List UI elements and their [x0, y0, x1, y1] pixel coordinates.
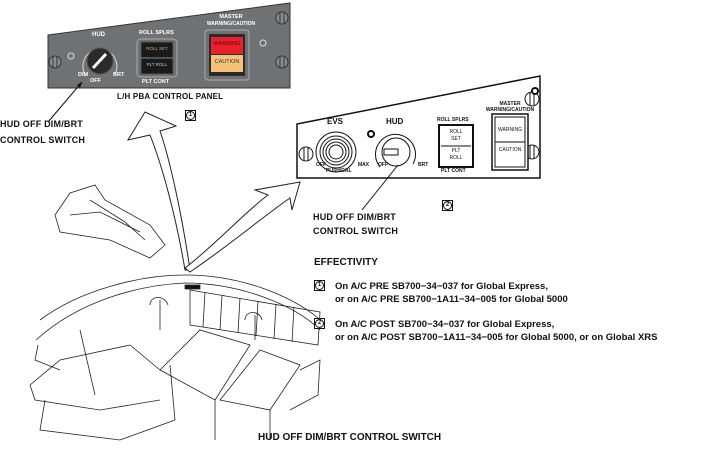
- effectivity-line: or on A/C PRE SB700−1A11−34−005 for Glob…: [335, 294, 568, 305]
- evs-knob[interactable]: [315, 131, 357, 173]
- off-label-pre: OFF: [90, 78, 101, 84]
- leader-line: [361, 164, 399, 211]
- switch-label-pre-line2: CONTROL SWITCH: [0, 135, 86, 145]
- callout-arrow-pre: [126, 111, 191, 271]
- cockpit-illustration: [29, 184, 321, 441]
- hud-label-post: HUD: [386, 117, 404, 126]
- dim-label-pre: DIM: [78, 72, 89, 78]
- roll-label-post: ROLL: [449, 129, 463, 135]
- figure-title: HUD OFF DIM/BRT CONTROL SWITCH: [258, 432, 442, 443]
- push-cal-label: PUSH/CAL: [326, 168, 352, 174]
- master-warning-light[interactable]: [211, 37, 243, 54]
- callout-1-icon: 1: [185, 110, 196, 121]
- switch-label-post-line2: CONTROL SWITCH: [313, 226, 399, 236]
- effectivity-item: 2 On A/C POST SB700−34−037 for Global Ex…: [314, 318, 658, 344]
- evs-label: EVS: [327, 117, 344, 126]
- callout-2-icon: 2: [314, 318, 325, 329]
- hud-dim-brt-knob-pre[interactable]: [82, 47, 118, 77]
- panel-screw-icon: [48, 55, 62, 69]
- callout-1-icon: 1: [314, 280, 325, 291]
- master-label-pre: MASTER: [219, 14, 243, 20]
- plus-screw-icon: [259, 39, 267, 47]
- roll-splrs-label-post: ROLL SPLRS: [437, 117, 469, 123]
- effectivity-title: EFFECTIVITY: [314, 257, 378, 268]
- caution-text-post: CAUTION: [498, 147, 522, 153]
- caution-text-pre: CAUTION: [214, 59, 240, 65]
- lh-pba-control-panel-pre: [47, 2, 291, 89]
- effectivity-line: or on A/C POST SB700−1A11−34−005 for Glo…: [335, 332, 658, 343]
- roll-set-label-pre: ROLL SET: [146, 46, 168, 51]
- callout-arrow-post: [184, 181, 301, 273]
- panel-screw-icon: [298, 146, 314, 162]
- effectivity-line: On A/C PRE SB700−34−037 for Global Expre…: [335, 281, 548, 292]
- plt-cont-label-post: PLT CONT: [441, 168, 466, 174]
- master-label-post: MASTER: [499, 101, 521, 107]
- hud-label-pre: HUD: [92, 32, 105, 38]
- cross-screw-icon: [531, 87, 539, 95]
- roll2-label-post: ROLL: [449, 155, 463, 161]
- off-label-post: OFF: [378, 162, 388, 168]
- warning-caution-label-pre: WARNING/CAUTION: [206, 21, 256, 27]
- effectivity-item: 1 On A/C PRE SB700−34−037 for Global Exp…: [314, 280, 568, 306]
- brt-label-post: BRT: [418, 162, 429, 168]
- cross-screw-icon: [367, 130, 375, 138]
- warning-text-post: WARNING: [498, 127, 522, 133]
- master-caution-light[interactable]: [211, 55, 243, 72]
- callout-2-icon: 2: [442, 200, 453, 211]
- plt-cont-label-pre: PLT CONT: [142, 79, 170, 85]
- warning-text-pre: WARNING: [213, 41, 241, 47]
- hud-off-brt-knob-post[interactable]: [374, 133, 416, 168]
- evs-max-label: MAX: [358, 162, 370, 168]
- set-label-post: SET: [451, 136, 461, 142]
- warning-caution-label-post: WARNING/CAUTION: [485, 107, 535, 113]
- plt-roll-label-pre: PLT ROLL: [146, 62, 168, 67]
- switch-label-post-line1: HUD OFF DIM/BRT: [313, 212, 396, 222]
- plus-screw-icon: [67, 52, 75, 60]
- panel-screw-icon: [275, 11, 289, 25]
- plt-label-post: PLT: [451, 148, 461, 154]
- switch-label-pre-line1: HUD OFF DIM/BRT: [0, 119, 83, 129]
- panel-caption: L/H PBA CONTROL PANEL: [117, 92, 224, 101]
- evs-off-label: OFF: [316, 162, 326, 168]
- lh-pba-control-panel-post: [296, 75, 541, 179]
- roll-splrs-label-pre: ROLL SPLRS: [139, 30, 174, 36]
- panel-screw-icon: [275, 55, 289, 69]
- effectivity-line: On A/C POST SB700−34−037 for Global Expr…: [335, 319, 555, 330]
- brt-label-pre: BRT: [113, 72, 125, 78]
- leader-line: [47, 81, 83, 123]
